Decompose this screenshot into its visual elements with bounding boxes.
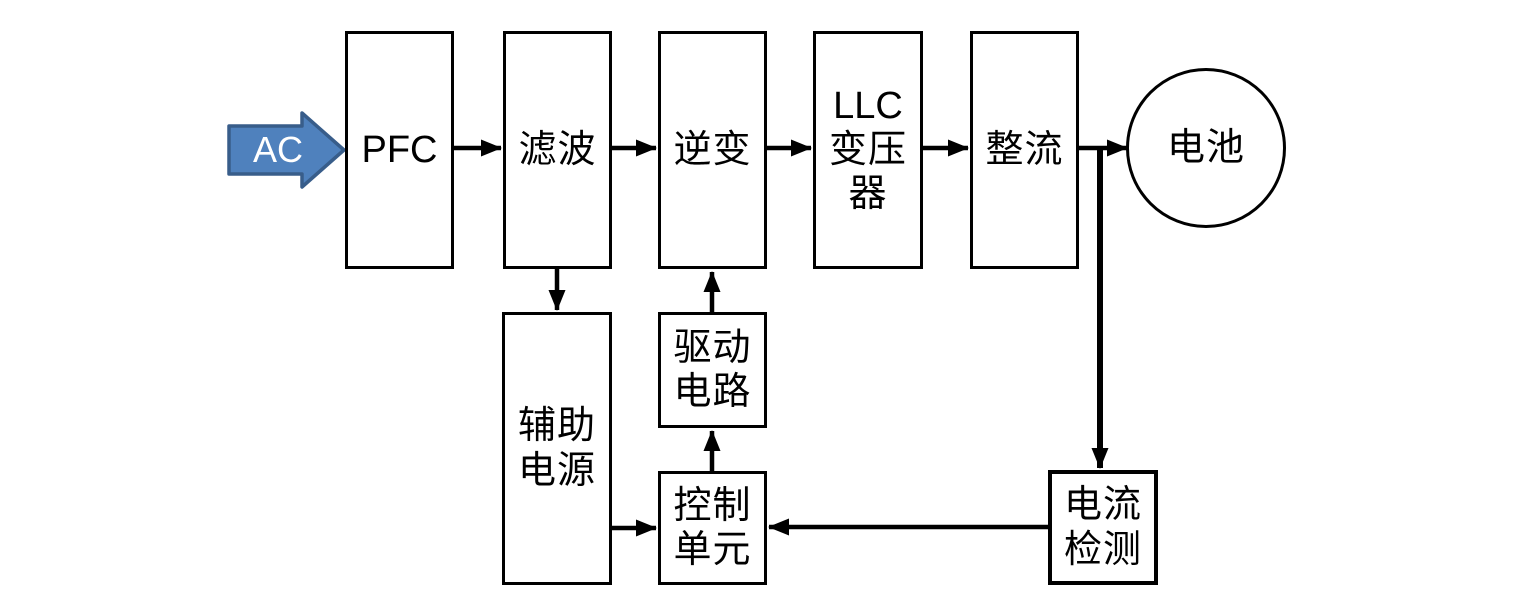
node-battery: 电池 bbox=[1126, 68, 1286, 228]
node-control-unit-label-line-1: 控制 bbox=[673, 484, 752, 527]
node-drive-circuit: 驱动 电路 bbox=[658, 312, 767, 428]
node-inverter-label: 逆变 bbox=[673, 128, 752, 171]
node-current-sense-label-line-2: 检测 bbox=[1063, 528, 1142, 571]
node-aux-power: 辅助 电源 bbox=[502, 312, 612, 585]
node-control-unit-label: 控制 单元 bbox=[673, 484, 751, 572]
node-filter: 滤波 bbox=[503, 31, 612, 269]
node-rectifier-label: 整流 bbox=[985, 128, 1064, 171]
node-current-sense: 电流 检测 bbox=[1048, 470, 1158, 585]
ac-input-label: AC bbox=[252, 129, 303, 170]
node-llc-transformer: LLC 变压 器 bbox=[813, 31, 923, 269]
node-filter-label: 滤波 bbox=[518, 128, 597, 171]
node-llc-transformer-label-line-1: LLC bbox=[833, 84, 903, 127]
node-llc-transformer-label-line-2: 变压 bbox=[828, 128, 907, 171]
node-pfc: PFC bbox=[345, 31, 454, 269]
node-current-sense-label: 电流 检测 bbox=[1064, 483, 1142, 571]
node-llc-transformer-label-line-3: 器 bbox=[848, 173, 888, 216]
ac-input-arrow bbox=[227, 111, 346, 189]
node-battery-label: 电池 bbox=[1166, 126, 1245, 169]
node-control-unit: 控制 单元 bbox=[658, 471, 767, 585]
node-drive-circuit-label-line-2: 电路 bbox=[673, 371, 752, 413]
node-aux-power-label-line-1: 辅助 bbox=[517, 405, 596, 448]
node-current-sense-label-line-1: 电流 bbox=[1063, 484, 1142, 527]
node-inverter: 逆变 bbox=[658, 31, 767, 269]
node-drive-circuit-label-line-1: 驱动 bbox=[673, 326, 752, 369]
node-pfc-label: PFC bbox=[361, 128, 438, 171]
node-llc-transformer-label: LLC 变压 器 bbox=[829, 84, 907, 216]
node-aux-power-label-line-2: 电源 bbox=[517, 449, 596, 492]
node-rectifier: 整流 bbox=[970, 31, 1079, 269]
node-aux-power-label: 辅助 电源 bbox=[518, 404, 596, 492]
node-drive-circuit-label: 驱动 电路 bbox=[673, 326, 751, 414]
node-control-unit-label-line-2: 单元 bbox=[673, 529, 752, 571]
